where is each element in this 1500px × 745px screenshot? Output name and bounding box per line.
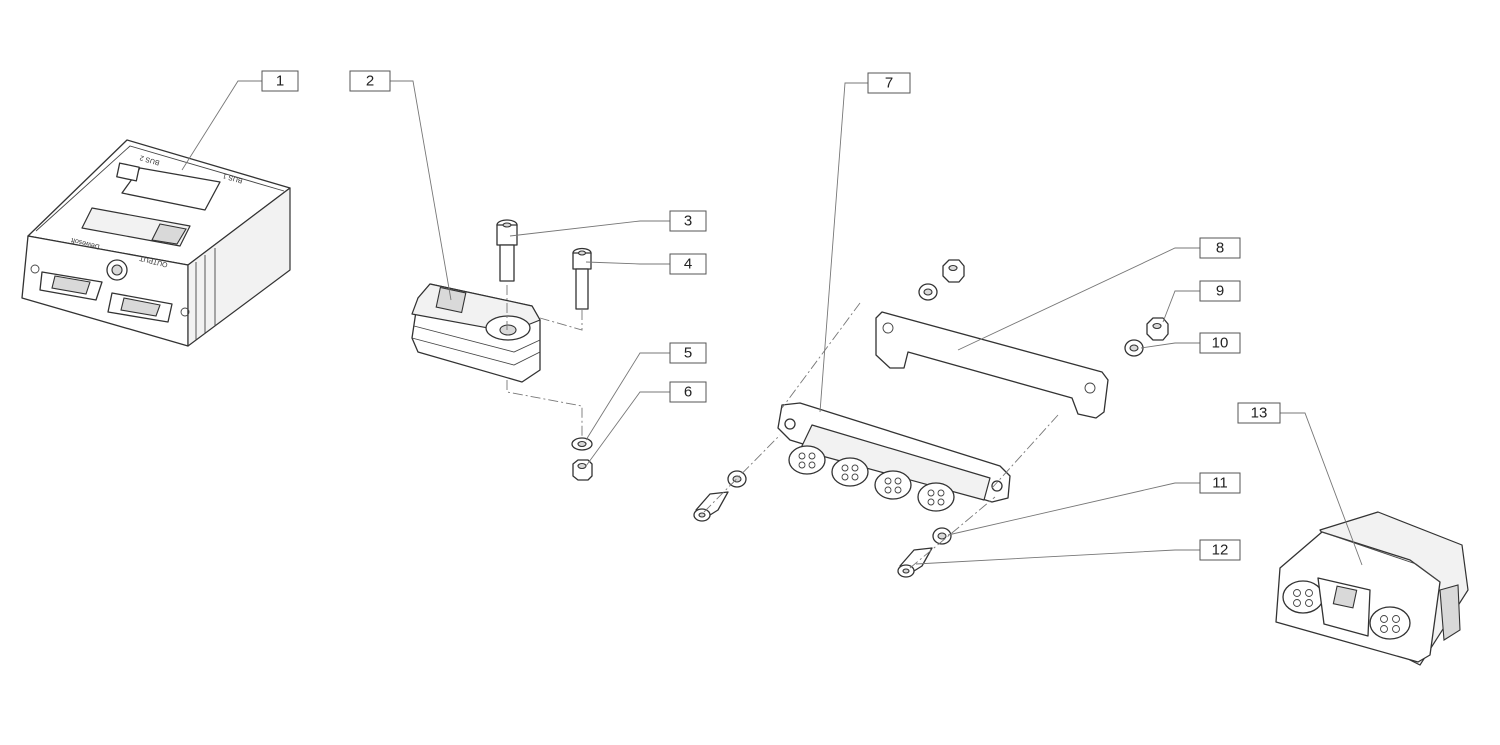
callout-9: 9 <box>1199 280 1241 302</box>
part-7-connector-receptacle <box>777 402 1011 512</box>
callout-5-text: 5 <box>684 345 692 362</box>
callout-1: 1 <box>261 70 299 92</box>
callout-11-text: 11 <box>1212 475 1228 492</box>
pin-group-4 <box>917 482 955 512</box>
callout-6: 6 <box>669 381 707 403</box>
callout-7-text: 7 <box>885 75 893 92</box>
callout-6-text: 6 <box>684 384 692 401</box>
callout-3: 3 <box>669 210 707 232</box>
part-4-socket-screw <box>572 247 592 310</box>
plug-pin-group-right <box>1369 606 1411 640</box>
part-6-hex-nut <box>572 459 593 481</box>
pin-group-3 <box>874 470 912 500</box>
part-12-screw <box>897 547 933 578</box>
callout-11: 11 <box>1199 472 1241 494</box>
db9-connector-right <box>107 292 173 323</box>
part-3-socket-screw <box>496 219 518 282</box>
callout-12-text: 12 <box>1212 542 1229 559</box>
db9-connector-left <box>39 271 103 301</box>
callout-2-text: 2 <box>366 73 374 90</box>
bracket-nut-upper <box>942 259 965 283</box>
part-11-washer <box>932 527 952 545</box>
pin-group-1 <box>788 445 826 475</box>
leader-lines <box>181 80 1363 566</box>
callout-13-text: 13 <box>1251 405 1268 422</box>
bnc-jack <box>106 259 128 281</box>
part-9-hex-nut <box>1146 317 1169 341</box>
callout-7: 7 <box>867 72 911 94</box>
callout-3-text: 3 <box>684 213 692 230</box>
callout-labels: 1 2 3 4 5 6 7 8 <box>261 70 1281 561</box>
part-1-device-box: BUS 2 BUS 1 OUTPUT Dewesoft <box>21 139 291 347</box>
callout-13: 13 <box>1237 402 1281 424</box>
part-5-washer <box>571 437 593 451</box>
callout-10-text: 10 <box>1212 335 1229 352</box>
part-8-bracket-plate <box>875 311 1109 419</box>
plug-pin-group-left <box>1282 580 1324 614</box>
callout-1-text: 1 <box>276 73 284 90</box>
callout-9-text: 9 <box>1216 283 1224 300</box>
bracket-washer-upper <box>918 283 938 301</box>
part-2-clamp-housing <box>411 283 541 383</box>
callout-4: 4 <box>669 253 707 275</box>
callout-8: 8 <box>1199 237 1241 259</box>
callout-10: 10 <box>1199 332 1241 354</box>
part-13-plug-cover <box>1275 511 1469 666</box>
callout-4-text: 4 <box>684 256 692 273</box>
part-10-washer <box>1124 339 1144 357</box>
callout-8-text: 8 <box>1216 240 1224 257</box>
assembly-lines <box>506 285 1059 569</box>
pin-group-2 <box>831 457 869 487</box>
callout-12: 12 <box>1199 539 1241 561</box>
callout-2: 2 <box>349 70 391 92</box>
receptacle-screw-left <box>693 491 729 522</box>
callout-5: 5 <box>669 342 707 364</box>
